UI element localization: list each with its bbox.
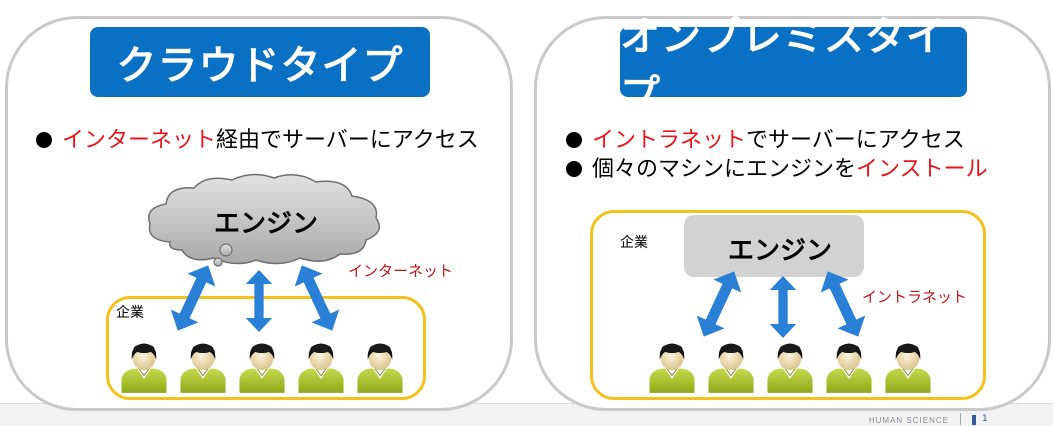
onprem-bullet-1-text: でサーバーにアクセス bbox=[746, 128, 965, 153]
onprem-bullet-2-highlight: インストール bbox=[856, 157, 988, 182]
footer-mark bbox=[972, 415, 976, 425]
bullet-dot bbox=[566, 132, 582, 148]
onprem-bullet-1-highlight: イントラネット bbox=[592, 128, 747, 153]
cloud-icon bbox=[148, 173, 381, 267]
onprem-bullet-2-text: 個々のマシンにエンジンを bbox=[592, 157, 857, 182]
person-icon bbox=[707, 342, 755, 394]
on-premise-type-title: オンプレミスタイプ bbox=[620, 14, 967, 118]
onprem-bullet-1: イントラネットでサーバーにアクセス bbox=[566, 122, 965, 154]
footer-divider bbox=[960, 413, 961, 425]
onprem-engine-box bbox=[684, 215, 864, 277]
cloud-engine-label: エンジン bbox=[214, 209, 319, 239]
person-icon bbox=[356, 342, 404, 394]
double-arrow-icon bbox=[163, 258, 223, 338]
bullet-dot bbox=[566, 161, 582, 177]
onprem-engine-label: エンジン bbox=[728, 236, 833, 266]
person-icon bbox=[825, 342, 873, 394]
double-arrow-icon bbox=[287, 258, 347, 338]
internet-label: インターネット bbox=[348, 262, 454, 280]
onprem-title-text: オンプレミスタイプ bbox=[620, 14, 947, 118]
bullet-dot bbox=[36, 132, 52, 148]
person-icon bbox=[766, 342, 814, 394]
cloud-title-text: クラウドタイプ bbox=[116, 43, 404, 89]
double-arrow-icon bbox=[769, 276, 797, 338]
person-icon bbox=[238, 342, 286, 394]
cloud-company-label: 企業 bbox=[116, 305, 144, 321]
person-icon bbox=[120, 342, 168, 394]
cloud-bullet: インターネット経由でサーバーにアクセス bbox=[36, 122, 479, 154]
person-icon bbox=[179, 342, 227, 394]
page-number: 1 bbox=[982, 414, 988, 424]
double-arrow-icon bbox=[813, 264, 873, 344]
onprem-bullet-2: 個々のマシンにエンジンをインストール bbox=[566, 151, 988, 183]
cloud-bullet-text: 経由でサーバーにアクセス bbox=[216, 128, 479, 153]
double-arrow-icon bbox=[245, 270, 273, 332]
cloud-type-title: クラウドタイプ bbox=[90, 27, 430, 97]
person-icon bbox=[884, 342, 932, 394]
double-arrow-icon bbox=[689, 264, 749, 344]
cloud-bullet-highlight: インターネット bbox=[62, 128, 217, 153]
onprem-company-label: 企業 bbox=[620, 235, 648, 251]
person-icon bbox=[297, 342, 345, 394]
footer-brand: HUMAN SCIENCE bbox=[868, 416, 949, 425]
person-icon bbox=[648, 342, 696, 394]
intranet-label: イントラネット bbox=[862, 288, 968, 306]
